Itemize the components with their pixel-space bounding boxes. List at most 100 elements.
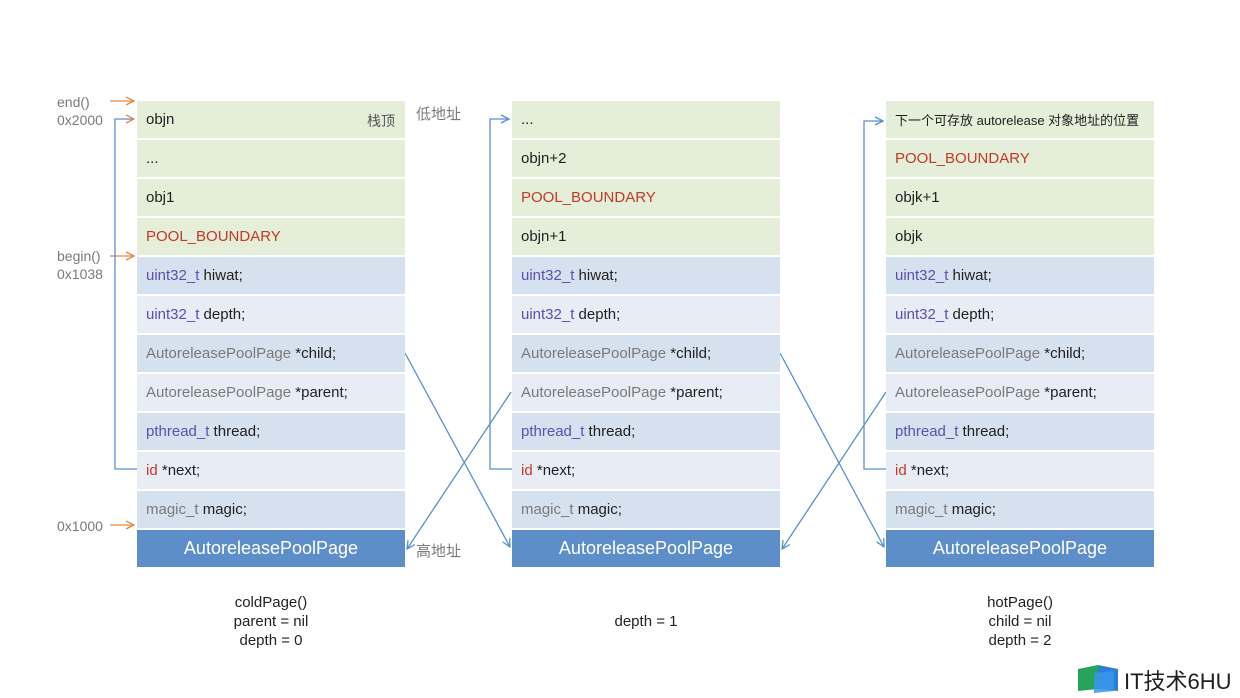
magic-name: magic; bbox=[573, 501, 622, 518]
child-type: AutoreleasePoolPage bbox=[895, 345, 1041, 362]
hot-page-column: 下一个可存放 autorelease 对象地址的位置 POOL_BOUNDARY… bbox=[886, 101, 1154, 567]
depth-name: depth; bbox=[948, 306, 995, 323]
mid-next-arrow bbox=[489, 119, 513, 470]
mid-caption-line: depth = 1 bbox=[614, 613, 678, 630]
next-name: *next; bbox=[532, 462, 576, 479]
mid-row-objn1: objn+1 bbox=[512, 218, 780, 255]
mid-row-parent: AutoreleasePoolPage *parent; bbox=[512, 374, 780, 411]
thread-name: thread; bbox=[958, 423, 1010, 440]
hiwat-type: uint32_t bbox=[146, 267, 200, 284]
thread-name: thread; bbox=[209, 423, 261, 440]
cold-row-boundary: POOL_BOUNDARY bbox=[137, 218, 405, 255]
mid-row-ellipsis: ... bbox=[512, 101, 780, 138]
depth-type: uint32_t bbox=[521, 306, 575, 323]
hot-boundary-text: POOL_BOUNDARY bbox=[895, 150, 1030, 167]
cold-row-magic: magic_t magic; bbox=[137, 491, 405, 528]
cold-row-depth: uint32_t depth; bbox=[137, 296, 405, 333]
hot-row-hiwat: uint32_t hiwat; bbox=[886, 257, 1154, 294]
parent-type: AutoreleasePoolPage bbox=[521, 384, 667, 401]
cold-row-obj1: obj1 bbox=[137, 179, 405, 216]
hot-row-parent: AutoreleasePoolPage *parent; bbox=[886, 374, 1154, 411]
cold-page-caption: coldPage() parent = nil depth = 0 bbox=[171, 593, 371, 650]
thread-type: pthread_t bbox=[521, 423, 585, 440]
parent-type: AutoreleasePoolPage bbox=[895, 384, 1041, 401]
addr-0x2000-label: 0x2000 bbox=[57, 112, 103, 128]
mid-parent-arrow bbox=[407, 391, 512, 549]
hot-row-boundary: POOL_BOUNDARY bbox=[886, 140, 1154, 177]
parent-type: AutoreleasePoolPage bbox=[146, 384, 292, 401]
hiwat-type: uint32_t bbox=[895, 267, 949, 284]
hot-caption-line: child = nil bbox=[988, 613, 1052, 630]
mid-child-arrow bbox=[779, 352, 884, 547]
next-type: id bbox=[521, 462, 533, 479]
cold-row-thread: pthread_t thread; bbox=[137, 413, 405, 450]
next-name: *next; bbox=[157, 462, 201, 479]
magic-name: magic; bbox=[947, 501, 996, 518]
magic-type: magic_t bbox=[521, 501, 574, 518]
thread-type: pthread_t bbox=[146, 423, 210, 440]
stack-top-label: 栈顶 bbox=[367, 113, 395, 129]
thread-type: pthread_t bbox=[895, 423, 959, 440]
depth-type: uint32_t bbox=[146, 306, 200, 323]
depth-name: depth; bbox=[574, 306, 621, 323]
mid-row-child: AutoreleasePoolPage *child; bbox=[512, 335, 780, 372]
hot-next-slot-text: 下一个可存放 autorelease 对象地址的位置 bbox=[895, 113, 1140, 128]
watermark-logo-icon bbox=[1078, 665, 1118, 693]
cold-ellipsis-text: ... bbox=[146, 150, 159, 167]
cold-row-hiwat: uint32_t hiwat; bbox=[137, 257, 405, 294]
cold-row-child: AutoreleasePoolPage *child; bbox=[137, 335, 405, 372]
cold-next-arrow bbox=[114, 119, 138, 470]
cold-obj1-text: obj1 bbox=[146, 189, 175, 206]
mid-objn2-text: objn+2 bbox=[521, 150, 567, 167]
mid-row-boundary: POOL_BOUNDARY bbox=[512, 179, 780, 216]
depth-name: depth; bbox=[199, 306, 246, 323]
end-label: end() bbox=[57, 94, 90, 110]
thread-name: thread; bbox=[584, 423, 636, 440]
low-address-label: 低地址 bbox=[416, 106, 462, 123]
child-name: *child; bbox=[291, 345, 337, 362]
mid-page-header: AutoreleasePoolPage bbox=[512, 530, 780, 567]
next-name: *next; bbox=[906, 462, 950, 479]
hot-objk1-text: objk+1 bbox=[895, 189, 940, 206]
hiwat-name: hiwat; bbox=[574, 267, 618, 284]
cold-row-objn: objn 栈顶 bbox=[137, 101, 405, 138]
hot-row-next-slot: 下一个可存放 autorelease 对象地址的位置 bbox=[886, 101, 1154, 138]
cold-page-header: AutoreleasePoolPage bbox=[137, 530, 405, 567]
cold-row-next: id *next; bbox=[137, 452, 405, 489]
hiwat-type: uint32_t bbox=[521, 267, 575, 284]
next-type: id bbox=[146, 462, 158, 479]
hot-row-objk1: objk+1 bbox=[886, 179, 1154, 216]
hot-next-arrow bbox=[863, 121, 887, 470]
hot-parent-arrow bbox=[782, 391, 887, 549]
child-name: *child; bbox=[1040, 345, 1086, 362]
mid-page-caption: depth = 1 bbox=[546, 612, 746, 631]
hot-caption-line: hotPage() bbox=[987, 594, 1053, 611]
cold-row-ellipsis: ... bbox=[137, 140, 405, 177]
hot-page-header: AutoreleasePoolPage bbox=[886, 530, 1154, 567]
mid-row-hiwat: uint32_t hiwat; bbox=[512, 257, 780, 294]
mid-row-objn2: objn+2 bbox=[512, 140, 780, 177]
parent-name: *parent; bbox=[666, 384, 723, 401]
hiwat-name: hiwat; bbox=[199, 267, 243, 284]
cold-objn-text: objn bbox=[146, 111, 175, 128]
hiwat-name: hiwat; bbox=[948, 267, 992, 284]
mid-objn1-text: objn+1 bbox=[521, 228, 567, 245]
hot-row-thread: pthread_t thread; bbox=[886, 413, 1154, 450]
child-type: AutoreleasePoolPage bbox=[521, 345, 667, 362]
child-name: *child; bbox=[666, 345, 712, 362]
parent-name: *parent; bbox=[291, 384, 348, 401]
hot-row-child: AutoreleasePoolPage *child; bbox=[886, 335, 1154, 372]
hot-row-depth: uint32_t depth; bbox=[886, 296, 1154, 333]
addr-0x1000-label: 0x1000 bbox=[57, 518, 103, 534]
middle-page-column: ... objn+2 POOL_BOUNDARY objn+1 uint32_t… bbox=[512, 101, 780, 567]
mid-row-depth: uint32_t depth; bbox=[512, 296, 780, 333]
cold-caption-line: parent = nil bbox=[233, 613, 309, 630]
hot-row-objk: objk bbox=[886, 218, 1154, 255]
child-type: AutoreleasePoolPage bbox=[146, 345, 292, 362]
cold-child-arrow bbox=[404, 352, 510, 547]
magic-name: magic; bbox=[198, 501, 247, 518]
hot-objk-text: objk bbox=[895, 228, 923, 245]
next-type: id bbox=[895, 462, 907, 479]
mid-row-thread: pthread_t thread; bbox=[512, 413, 780, 450]
